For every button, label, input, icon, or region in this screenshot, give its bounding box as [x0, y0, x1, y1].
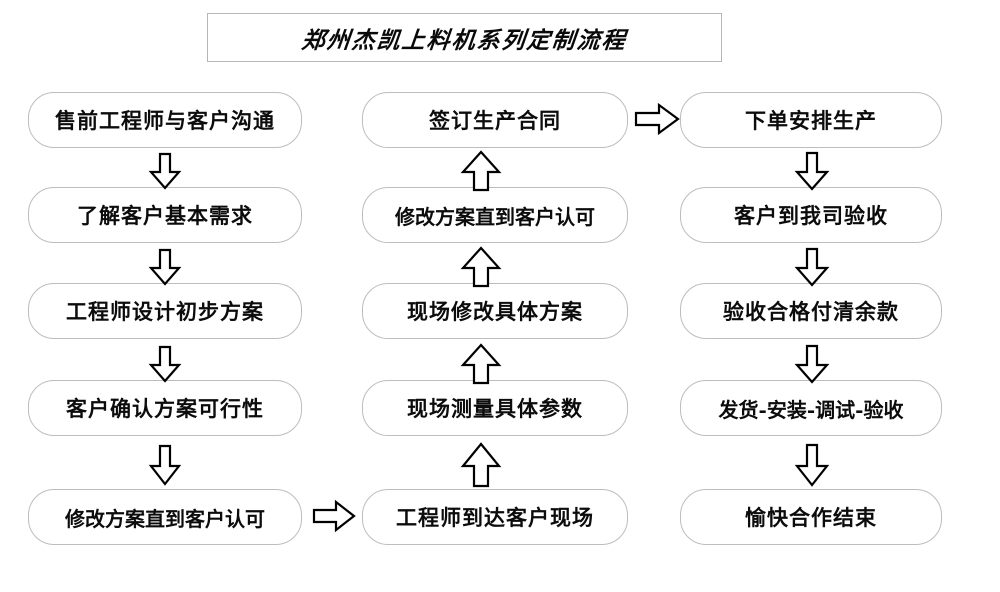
node-revise-until-approved-2[interactable]: 修改方案直到客户认可: [362, 187, 628, 243]
node-label: 现场测量具体参数: [407, 396, 583, 421]
node-label: 售前工程师与客户沟通: [55, 108, 275, 133]
node-label: 工程师到达客户现场: [396, 505, 594, 530]
node-label: 愉快合作结束: [745, 505, 877, 530]
arrow-up-icon: [460, 150, 502, 192]
arrow-down-icon: [148, 444, 182, 486]
arrow-down-icon: [794, 247, 830, 287]
node-place-order-production[interactable]: 下单安排生产: [680, 92, 942, 148]
node-ship-install-debug-accept[interactable]: 发货-安装-调试-验收: [680, 380, 942, 436]
diagram-title-box: 郑州杰凯上料机系列定制流程: [207, 13, 722, 62]
arrow-up-icon: [460, 442, 502, 488]
node-customer-inspection[interactable]: 客户到我司验收: [680, 187, 942, 243]
node-label: 下单安排生产: [745, 108, 877, 133]
node-label: 验收合格付清余款: [723, 299, 899, 324]
arrow-down-icon: [794, 151, 830, 191]
arrow-down-icon: [794, 443, 830, 487]
arrow-right-icon: [634, 102, 680, 136]
node-label: 客户确认方案可行性: [66, 396, 264, 421]
node-label: 工程师设计初步方案: [66, 299, 264, 324]
node-customer-confirm-plan[interactable]: 客户确认方案可行性: [28, 380, 302, 436]
arrow-up-icon: [460, 246, 502, 288]
arrow-down-icon: [148, 152, 182, 190]
arrow-up-icon: [460, 343, 502, 385]
node-label: 修改方案直到客户认可: [65, 506, 265, 531]
arrow-down-icon: [148, 345, 182, 383]
node-label: 客户到我司验收: [734, 203, 888, 228]
node-onsite-measure-params[interactable]: 现场测量具体参数: [362, 380, 628, 436]
diagram-title-text: 郑州杰凯上料机系列定制流程: [300, 26, 629, 54]
node-presales-communication[interactable]: 售前工程师与客户沟通: [28, 92, 302, 148]
arrow-down-icon: [148, 248, 182, 286]
node-label: 现场修改具体方案: [407, 299, 583, 324]
node-engineer-arrives-onsite[interactable]: 工程师到达客户现场: [362, 489, 628, 545]
node-sign-production-contract[interactable]: 签订生产合同: [362, 92, 628, 148]
arrow-right-icon: [312, 499, 356, 533]
node-happy-cooperation-end[interactable]: 愉快合作结束: [680, 489, 942, 545]
node-label: 修改方案直到客户认可: [395, 204, 595, 229]
node-label: 发货-安装-调试-验收: [718, 397, 904, 422]
node-pay-balance-after-accept[interactable]: 验收合格付清余款: [680, 283, 942, 339]
node-onsite-revise-plan[interactable]: 现场修改具体方案: [362, 283, 628, 339]
arrow-down-icon: [794, 344, 830, 384]
node-understand-basic-needs[interactable]: 了解客户基本需求: [28, 187, 302, 243]
node-engineer-initial-plan[interactable]: 工程师设计初步方案: [28, 283, 302, 339]
node-revise-until-approved-1[interactable]: 修改方案直到客户认可: [28, 489, 302, 545]
node-label: 签订生产合同: [429, 108, 561, 133]
node-label: 了解客户基本需求: [77, 203, 253, 228]
